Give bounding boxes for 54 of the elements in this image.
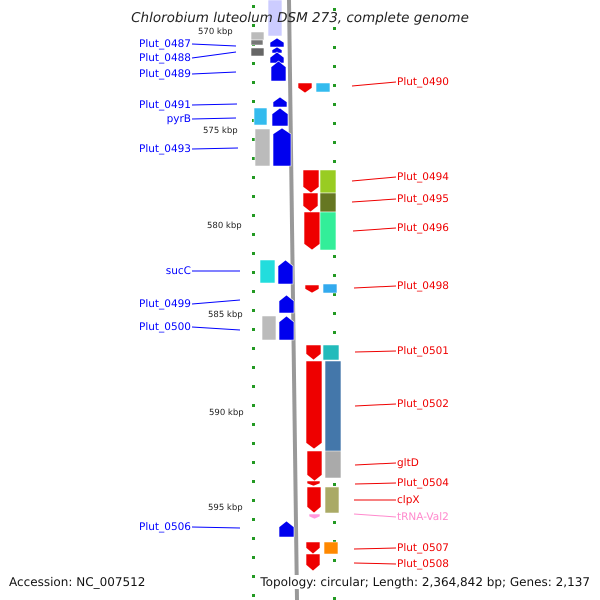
scale-label: 590 kbp bbox=[209, 408, 244, 418]
leader-line bbox=[192, 270, 240, 272]
scale-label: 595 kbp bbox=[208, 503, 243, 513]
leader-line bbox=[352, 198, 396, 202]
gene-label: Plut_0487 bbox=[139, 38, 191, 50]
gene-label: Plut_0496 bbox=[397, 222, 449, 234]
leader-line bbox=[354, 548, 396, 550]
leader-line bbox=[192, 104, 238, 106]
gene-label: Plut_0500 bbox=[139, 321, 191, 333]
gene-label: pyrB bbox=[166, 113, 191, 125]
scale-label: 585 kbp bbox=[208, 310, 243, 320]
leader-line bbox=[192, 326, 240, 330]
scale-label: 580 kbp bbox=[207, 221, 242, 231]
gene-label: Plut_0495 bbox=[397, 193, 449, 205]
gene-label: Plut_0491 bbox=[139, 99, 191, 111]
footer-text: Topology: circular; Length: 2,364,842 bp; Genes: 2,137 bbox=[260, 575, 590, 589]
leader-line bbox=[192, 300, 240, 304]
leader-line bbox=[192, 118, 236, 120]
leader-line bbox=[192, 72, 236, 74]
leader-line bbox=[354, 514, 396, 518]
leader-line bbox=[192, 526, 240, 528]
leader-line bbox=[354, 562, 396, 564]
gene-label: Plut_0490 bbox=[397, 76, 449, 88]
gene-label: clpX bbox=[397, 494, 420, 506]
leader-line bbox=[352, 82, 396, 86]
gene-label: tRNA-Val2 bbox=[397, 511, 449, 523]
gene-label: Plut_0498 bbox=[397, 280, 449, 292]
leader-line bbox=[354, 482, 396, 484]
gene-label: Plut_0501 bbox=[397, 345, 449, 357]
gene-label: Plut_0489 bbox=[139, 68, 191, 80]
gene-label: sucC bbox=[166, 265, 191, 277]
gene-label: Plut_0488 bbox=[139, 52, 191, 64]
gene-label: gltD bbox=[397, 457, 419, 469]
scale-label: 575 kbp bbox=[203, 126, 238, 136]
gene-label: Plut_0508 bbox=[397, 558, 449, 570]
scale-label: 570 kbp bbox=[198, 27, 233, 37]
gene-label: Plut_0506 bbox=[139, 521, 191, 533]
gene-label: Plut_0504 bbox=[397, 477, 449, 489]
gene-label: Plut_0507 bbox=[397, 542, 449, 554]
leader-line bbox=[192, 148, 238, 150]
leader-line bbox=[354, 350, 396, 352]
leader-line bbox=[192, 52, 236, 58]
gene-label: Plut_0499 bbox=[139, 298, 191, 310]
leader-line bbox=[192, 44, 236, 46]
gene-label: Plut_0502 bbox=[397, 398, 449, 410]
leader-line bbox=[354, 404, 396, 406]
gene-label: Plut_0493 bbox=[139, 143, 191, 155]
leader-line bbox=[354, 286, 396, 288]
gene-label: Plut_0494 bbox=[397, 171, 449, 183]
leader-line bbox=[352, 176, 396, 182]
title: Chlorobium luteolum DSM 273, complete genome bbox=[130, 10, 470, 26]
leader-line bbox=[352, 228, 396, 232]
footer-text: Accession: NC_007512 bbox=[9, 575, 146, 589]
leader-line bbox=[354, 462, 396, 466]
